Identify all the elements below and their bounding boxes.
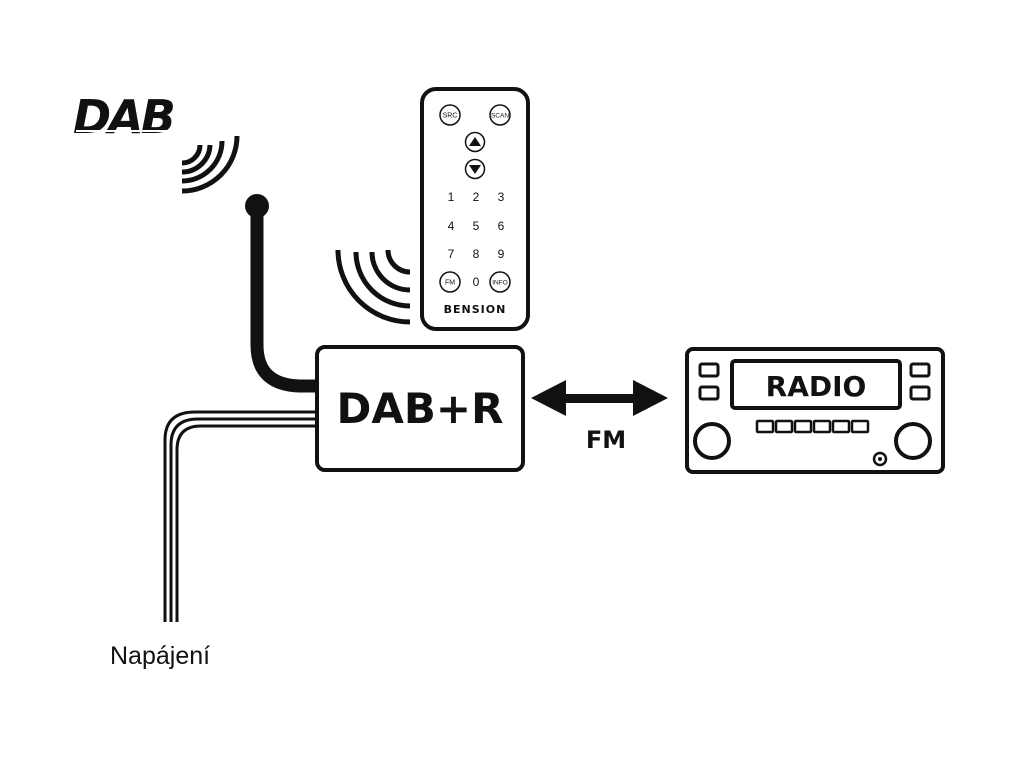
remote-body [420,87,530,331]
dab-module: DAB+R [315,345,525,472]
key-8: 8 [473,247,480,261]
scan-button-label: SCAN [491,113,509,120]
src-button: SRC [439,104,461,126]
src-button-label: SRC [443,113,458,120]
key-3: 3 [498,190,505,204]
key-4: 4 [448,219,455,233]
key-5: 5 [473,219,480,233]
triangle-down-icon [469,165,481,174]
key-2: 2 [473,190,480,204]
scan-button: SCAN [489,104,511,126]
fm-button-label: FM [445,280,455,287]
dab-logo-text: DAB [73,90,174,144]
power-label: Napájení [110,642,210,670]
dab-module-label: DAB+R [337,384,504,433]
dab-logo: DAB [73,90,190,144]
keypad: 1 2 3 4 5 6 7 8 9 0 [448,190,505,289]
fm-link-arrow [531,380,668,416]
radio-display-text: RADIO [766,370,867,403]
radio-right-knob [894,422,932,460]
triangle-up-icon [469,137,481,146]
key-6: 6 [498,219,505,233]
up-button [464,131,486,153]
remote-control: SRC SCAN 1 2 3 4 5 6 7 8 9 0 FM [420,87,530,331]
info-button-label: INFO [492,280,508,287]
dab-module-box [315,345,525,472]
key-7: 7 [448,247,455,261]
antenna-icon [245,194,318,393]
fm-link-label: FM [586,426,626,454]
radio-display [730,359,902,410]
ir-signal-waves-icon [335,249,411,325]
radio-left-knob [693,422,731,460]
car-radio: RADIO [685,347,945,474]
broadcast-waves-icon [181,135,240,194]
arrow-right-icon [633,380,668,416]
down-button [464,158,486,180]
radio-preset-buttons [755,419,870,434]
power-cable [163,410,318,622]
remote-brand: BENSION [444,303,507,316]
arrow-left-icon [531,380,566,416]
key-0: 0 [473,275,480,289]
key-9: 9 [498,247,505,261]
info-button: INFO [489,271,511,293]
fm-button: FM [439,271,461,293]
key-1: 1 [448,190,455,204]
